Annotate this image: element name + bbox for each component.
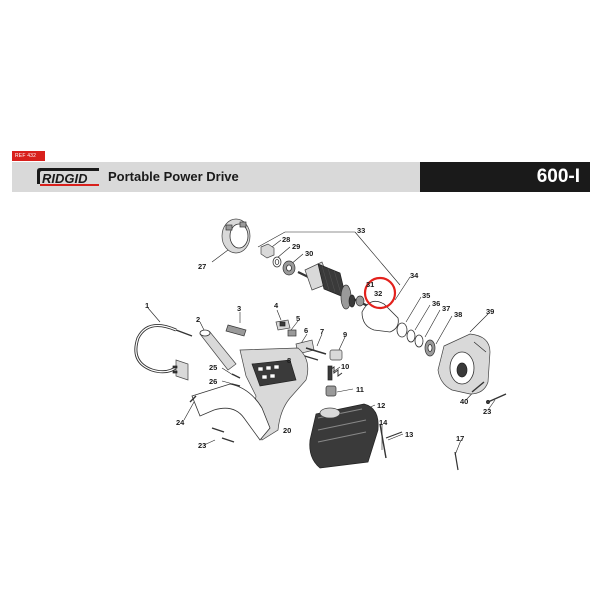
part-label-25: 25 [209, 363, 217, 372]
part-2-cord-sleeve [199, 329, 237, 371]
ref-tag: REF 432 [12, 151, 45, 161]
part-label-28: 28 [282, 235, 290, 244]
part-label-17: 17 [456, 434, 464, 443]
part-label-2: 2 [196, 315, 200, 324]
product-name: Portable Power Drive [108, 169, 239, 184]
part-label-23-left: 23 [198, 441, 206, 450]
highlight-ring [363, 276, 397, 310]
part-11-plunger [325, 385, 337, 397]
part-label-38: 38 [454, 310, 462, 319]
part-34-gasket [361, 300, 399, 333]
part-label-9: 9 [343, 330, 347, 339]
part-label-3: 3 [237, 304, 241, 313]
part-label-31: 31 [366, 280, 374, 289]
part-label-23-right: 23 [483, 407, 491, 416]
part-label-32: 32 [374, 289, 382, 298]
part-23-screw-right [486, 393, 507, 404]
part-handle-half-left [191, 383, 271, 441]
part-label-7: 7 [320, 327, 324, 336]
part-25-screw [231, 373, 241, 379]
part-36-washer [406, 329, 416, 343]
part-5-spring [287, 329, 297, 337]
part-label-26: 26 [209, 377, 217, 386]
part-14-screw [379, 423, 387, 459]
part-label-24: 24 [176, 418, 185, 427]
part-label-27: 27 [198, 262, 206, 271]
part-28-nut [260, 243, 275, 259]
brand-name-text: RIDGID [42, 171, 88, 186]
part-38-bearing [424, 339, 436, 357]
part-31-bearing [355, 295, 365, 307]
part-35-o-ring [396, 322, 408, 338]
part-label-39: 39 [486, 307, 494, 316]
part-26-screw [231, 383, 241, 387]
part-10-spring [327, 365, 343, 381]
part-24-screw [189, 395, 197, 403]
part-label-37: 37 [442, 304, 450, 313]
header-model-panel [420, 162, 590, 192]
part-label-4: 4 [274, 301, 279, 310]
part-label-29: 29 [292, 242, 300, 251]
part-29-washer [272, 256, 282, 268]
part-number-labels: 1 2 3 4 5 6 7 8 9 10 11 12 13 14 17 20 2… [145, 226, 494, 450]
model-number: 600-I [536, 166, 580, 187]
part-label-34: 34 [410, 271, 419, 280]
part-23-screws-left [211, 427, 235, 443]
part-label-14: 14 [379, 418, 388, 427]
part-label-6: 6 [304, 326, 308, 335]
part-label-1: 1 [145, 301, 149, 310]
part-12-motor-housing [309, 403, 379, 469]
part-17-screw [454, 451, 459, 471]
part-27-housing-ring [221, 218, 251, 254]
part-9-cap [329, 349, 343, 361]
part-7-pin [305, 347, 327, 355]
part-1-power-cord [134, 324, 193, 381]
part-3-brush [225, 324, 247, 337]
part-label-30: 30 [305, 249, 313, 258]
part-40-screw [471, 381, 485, 393]
part-label-36: 36 [432, 299, 440, 308]
part-label-40: 40 [460, 397, 468, 406]
part-30-bearing [282, 260, 296, 276]
part-label-8: 8 [287, 356, 291, 365]
part-label-5: 5 [296, 314, 300, 323]
part-37-ring [414, 334, 424, 348]
part-label-13: 13 [405, 430, 413, 439]
part-label-33: 33 [357, 226, 365, 235]
leader-lines [147, 231, 496, 456]
part-13-screw [385, 431, 403, 439]
ridgid-logo-icon: RIDGID [37, 168, 99, 186]
part-label-12: 12 [377, 401, 385, 410]
part-39-gear-case [437, 333, 491, 395]
part-label-20: 20 [283, 426, 291, 435]
part-label-35: 35 [422, 291, 430, 300]
part-label-11: 11 [356, 385, 364, 394]
part-label-10: 10 [341, 362, 349, 371]
part-4-brush-holder [275, 319, 291, 331]
